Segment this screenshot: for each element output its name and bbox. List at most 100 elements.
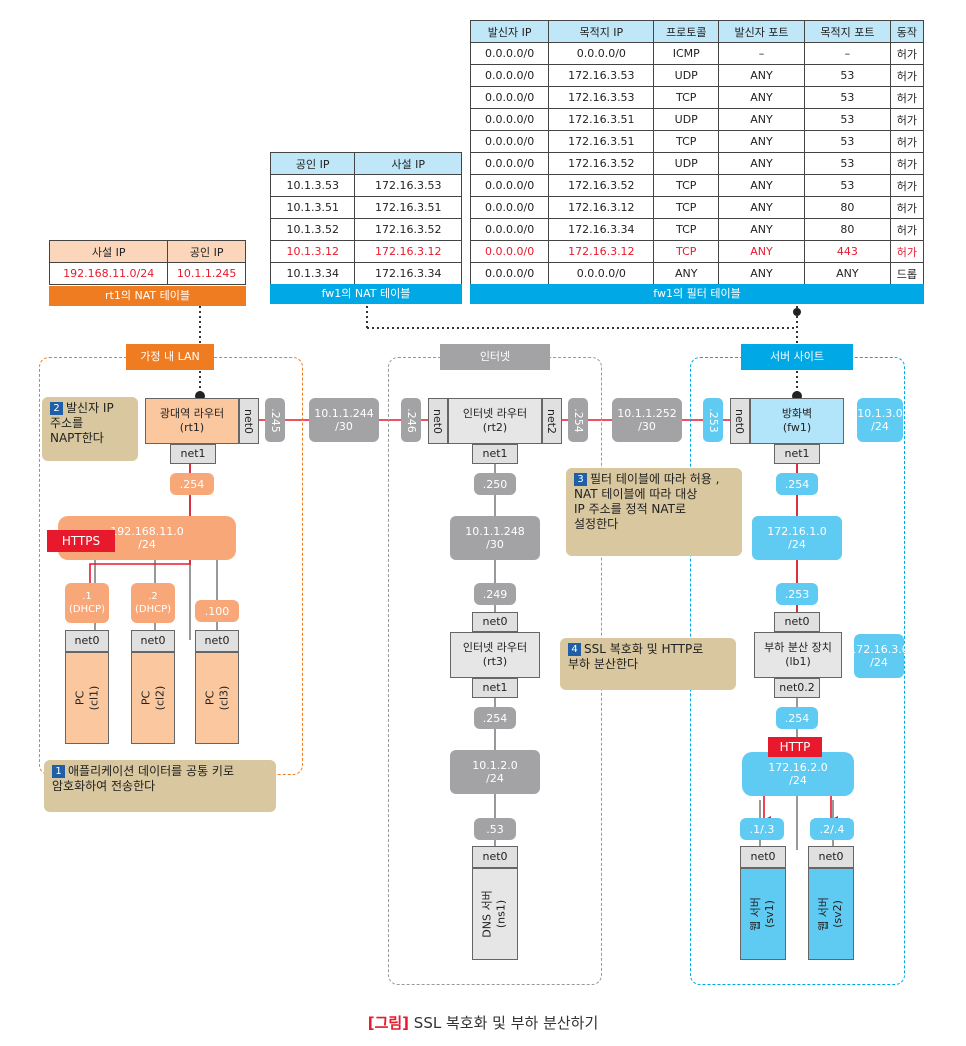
table-cell: ANY bbox=[718, 152, 805, 175]
filter-header: 목적지 IP bbox=[548, 20, 655, 43]
note-text: 발신자 IP 주소를 NAPT한다 bbox=[50, 401, 114, 445]
cl2-port-net0: net0 bbox=[131, 630, 175, 652]
rt3-port-net0: net0 bbox=[472, 612, 518, 632]
sv1-address: .1/.3 bbox=[740, 818, 784, 840]
rt3-down-address: .254 bbox=[474, 707, 516, 729]
lb1-port-net0: net0 bbox=[774, 612, 820, 632]
cl2-address: .2 (DHCP) bbox=[131, 583, 175, 623]
wan2-network: 10.1.1.252 /30 bbox=[612, 398, 682, 442]
pc-cl1[interactable]: PC (cl1) bbox=[65, 652, 109, 744]
table-cell: ANY bbox=[803, 262, 891, 285]
sv1-port-net0: net0 bbox=[740, 846, 786, 868]
table-cell: 172.16.3.53 bbox=[548, 64, 655, 87]
pc-cl3[interactable]: PC (cl3) bbox=[195, 652, 239, 744]
web-server-sv1[interactable]: 웹 서버 (sv1) bbox=[740, 868, 786, 960]
table-cell: UDP bbox=[653, 64, 720, 87]
table-cell: 허가 bbox=[889, 108, 925, 131]
table-cell: 10.1.3.53 bbox=[269, 174, 356, 197]
load-balancer-lb1[interactable]: 부하 분산 장치 (lb1) bbox=[754, 632, 842, 678]
dns-server-ns1[interactable]: DNS 서버 (ns1) bbox=[472, 868, 518, 960]
rt1-lan-address: .254 bbox=[170, 473, 214, 495]
table-cell: ANY bbox=[718, 240, 805, 263]
fw1-filter-table-caption: fw1의 필터 테이블 bbox=[470, 284, 924, 304]
table-cell: 허가 bbox=[889, 196, 925, 219]
rt2-port-net0: net0 bbox=[428, 398, 448, 444]
https-tag: HTTPS bbox=[47, 530, 115, 552]
table-cell: ANY bbox=[718, 218, 805, 241]
table-cell: UDP bbox=[653, 108, 720, 131]
lb1-port-net0-2: net0.2 bbox=[774, 678, 820, 698]
rt2-wan2-address: .254 bbox=[568, 398, 588, 442]
rt2-port-net1: net1 bbox=[472, 444, 518, 464]
table-cell: 172.16.3.12 bbox=[548, 196, 655, 219]
router-rt3[interactable]: 인터넷 라우터 (rt3) bbox=[450, 632, 540, 678]
note-number: 1 bbox=[52, 765, 65, 778]
vip-network: 172.16.3.0 /24 bbox=[849, 634, 909, 678]
table-cell: ANY bbox=[718, 86, 805, 109]
rt3-port-net1: net1 bbox=[472, 678, 518, 698]
table-cell: TCP bbox=[653, 218, 720, 241]
table-cell: ANY bbox=[718, 174, 805, 197]
table-cell: 0.0.0.0/0 bbox=[469, 64, 550, 87]
note-text: 애플리케이션 데이터를 공통 키로 암호화하여 전송한다 bbox=[52, 764, 235, 793]
fw1-port-net0: net0 bbox=[730, 398, 750, 444]
fw1-wan-address: .253 bbox=[703, 398, 723, 442]
table-cell: 10.1.3.34 bbox=[269, 262, 356, 285]
table-cell: 허가 bbox=[889, 42, 925, 65]
table-cell: 허가 bbox=[889, 86, 925, 109]
table-cell: 53 bbox=[803, 64, 891, 87]
router-rt2[interactable]: 인터넷 라우터 (rt2) bbox=[448, 398, 542, 444]
fw1-lan-address: .254 bbox=[776, 473, 818, 495]
table-cell: 172.16.3.12 bbox=[354, 240, 462, 263]
firewall-fw1[interactable]: 방화벽 (fw1) bbox=[750, 398, 844, 444]
ns1-address: .53 bbox=[474, 818, 516, 840]
table-cell: 0.0.0.0/0 bbox=[469, 240, 550, 263]
table-cell: 172.16.3.52 bbox=[548, 174, 655, 197]
table-cell: ANY bbox=[718, 196, 805, 219]
rt1-nat-header: 공인 IP bbox=[167, 240, 246, 263]
table-cell: 허가 bbox=[889, 218, 925, 241]
table-cell: 53 bbox=[803, 152, 891, 175]
table-cell: 0.0.0.0/0 bbox=[469, 152, 550, 175]
cl3-address: .100 bbox=[195, 600, 239, 622]
filter-header: 목적지 포트 bbox=[803, 20, 891, 43]
server-site-title: 서버 사이트 bbox=[741, 344, 853, 370]
router-rt1[interactable]: 광대역 라우터 (rt1) bbox=[145, 398, 239, 444]
caption-label: [그림] bbox=[367, 1014, 410, 1032]
internet-title: 인터넷 bbox=[440, 344, 550, 370]
table-cell: 0.0.0.0/0 bbox=[469, 42, 550, 65]
web-server-sv2[interactable]: 웹 서버 (sv2) bbox=[808, 868, 854, 960]
table-cell: 허가 bbox=[889, 174, 925, 197]
rt1-port-net1: net1 bbox=[170, 444, 216, 464]
table-cell: ANY bbox=[653, 262, 720, 285]
table-cell: 172.16.3.52 bbox=[548, 152, 655, 175]
table-cell: 0.0.0.0/0 bbox=[469, 196, 550, 219]
table-cell: 0.0.0.0/0 bbox=[469, 130, 550, 153]
note-text: 필터 테이블에 따라 허용 , NAT 테이블에 따라 대상 IP 주소를 정적… bbox=[574, 472, 720, 531]
table-cell: – bbox=[718, 42, 805, 65]
wan3-network: 10.1.1.248 /30 bbox=[450, 516, 540, 560]
fw1-filter-table: 발신자 IP 목적지 IP 프로토콜 발신자 포트 목적지 포트 동작 0.0.… bbox=[469, 20, 925, 285]
table-cell: 80 bbox=[803, 218, 891, 241]
table-cell: 허가 bbox=[889, 130, 925, 153]
device-name: 방화벽 (fw1) bbox=[781, 407, 813, 434]
lb1-down-address: .254 bbox=[776, 707, 818, 729]
pc-cl2[interactable]: PC (cl2) bbox=[131, 652, 175, 744]
rt3-up-address: .249 bbox=[474, 583, 516, 605]
note-number: 2 bbox=[50, 402, 63, 415]
sv2-port-net0: net0 bbox=[808, 846, 854, 868]
dmz-network: 172.16.1.0 /24 bbox=[752, 516, 842, 560]
